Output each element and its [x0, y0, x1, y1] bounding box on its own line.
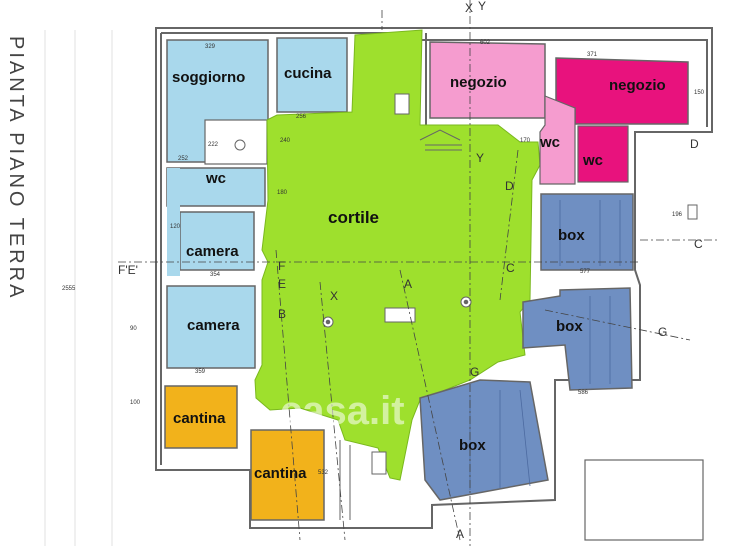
- mark-c: C: [506, 261, 515, 275]
- mark-f: F: [278, 259, 285, 273]
- room-camera-2: [166, 285, 256, 369]
- mark-a-bottom: A: [456, 527, 464, 541]
- label-camera-2: camera: [187, 317, 240, 334]
- mark-x: X: [330, 289, 338, 303]
- dim-240: 240: [280, 138, 291, 144]
- dim-586: 586: [578, 390, 589, 396]
- mark-d: D: [505, 179, 514, 193]
- dim-196: 196: [672, 212, 683, 218]
- mark-x-top: X: [465, 1, 473, 15]
- rooms: [164, 29, 689, 521]
- label-box-3: box: [459, 437, 486, 454]
- room-cantina-1: [164, 385, 238, 449]
- room-wc-shop-1: [539, 95, 576, 185]
- box-hatching: [469, 200, 621, 490]
- dim-90: 90: [130, 326, 137, 332]
- margin-lines: [44, 30, 113, 546]
- label-cantina-2: cantina: [254, 465, 307, 482]
- mark-f-e: F'E': [118, 263, 138, 277]
- dim-602: 602: [480, 40, 491, 46]
- room-camera-1: [179, 211, 255, 271]
- label-cucina: cucina: [284, 65, 332, 82]
- dim-354: 354: [210, 272, 221, 278]
- label-cortile: cortile: [328, 208, 379, 227]
- room-cucina: [276, 37, 348, 113]
- mark-c-right: C: [694, 237, 703, 251]
- dim-170: 170: [520, 138, 531, 144]
- dim-371: 371: [587, 52, 598, 58]
- label-wc-shop-2: wc: [582, 152, 603, 169]
- mark-y: Y: [476, 151, 484, 165]
- label-negozio-1: negozio: [450, 74, 507, 91]
- room-box-2: [522, 287, 633, 391]
- dim-252: 252: [178, 156, 189, 162]
- mark-b: B: [278, 307, 286, 321]
- room-wc-shop-2: [577, 125, 629, 183]
- dim-256: 256: [296, 114, 307, 120]
- label-negozio-2: negozio: [609, 77, 666, 94]
- label-cantina-1: cantina: [173, 410, 226, 427]
- dim-532: 532: [318, 470, 329, 476]
- label-wc-left: wc: [205, 170, 226, 187]
- section-lines: [118, 0, 720, 546]
- room-labels: soggiorno cucina wc camera camera cantin…: [172, 65, 666, 482]
- watermark: casa.it: [280, 389, 405, 433]
- label-soggiorno: soggiorno: [172, 69, 245, 86]
- label-camera-1: camera: [186, 243, 239, 260]
- label-box-2: box: [556, 318, 583, 335]
- room-box-1: [540, 193, 634, 271]
- dim-577: 577: [580, 269, 591, 275]
- mark-y-top: Y: [478, 0, 486, 13]
- dim-359: 359: [195, 369, 206, 375]
- dim-180: 180: [277, 190, 288, 196]
- dim-100: 100: [130, 400, 141, 406]
- dimension-labels: 602 371 329 252 256 354 359 577 586 2555…: [62, 40, 705, 476]
- mark-e: E: [278, 277, 286, 291]
- room-corridor-left: [167, 168, 180, 276]
- interior-details: [234, 93, 698, 520]
- dim-150: 150: [694, 90, 705, 96]
- room-cantina-2: [250, 429, 325, 521]
- label-wc-shop-1: wc: [539, 134, 560, 151]
- dim-2555: 2555: [62, 286, 76, 292]
- mark-a: A: [404, 277, 412, 291]
- mark-g-right: G: [658, 325, 667, 339]
- section-marks: F'E' F E B X X A A Y Y D D C C G G: [118, 0, 703, 541]
- dim-222: 222: [208, 142, 219, 148]
- mark-g: G: [470, 365, 479, 379]
- mark-d-right: D: [690, 137, 699, 151]
- room-box-3: [419, 379, 549, 501]
- dim-120: 120: [170, 224, 181, 230]
- plan-title: PIANTA PIANO TERRA: [5, 36, 27, 300]
- label-box-1: box: [558, 227, 585, 244]
- dim-329: 329: [205, 44, 216, 50]
